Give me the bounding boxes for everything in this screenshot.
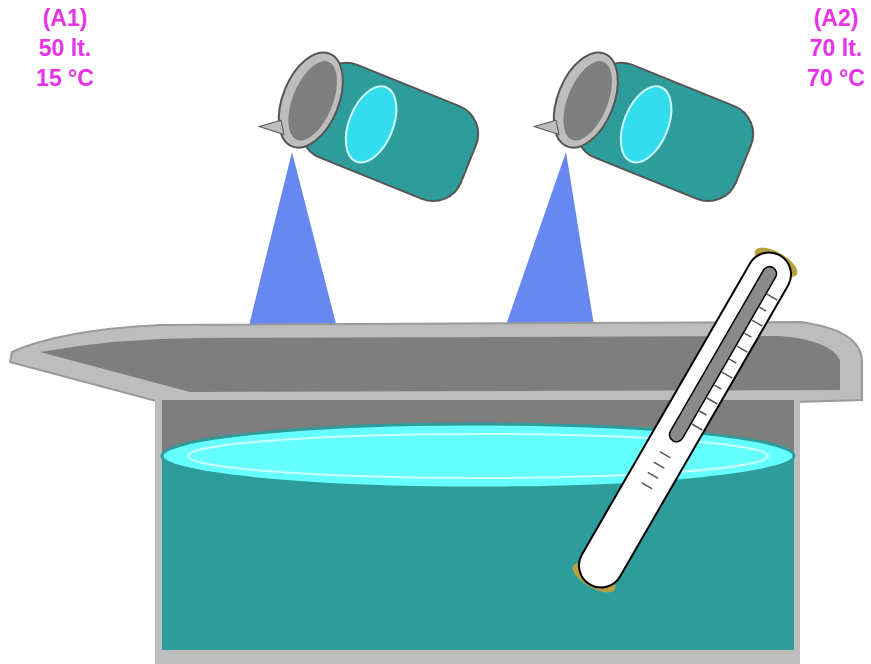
beaker xyxy=(532,39,762,210)
quantity-label: 70 lt. xyxy=(771,34,871,62)
quantity-label: 70 °C xyxy=(771,64,871,92)
pot-base xyxy=(155,650,800,664)
quantity-label: (A1) xyxy=(0,4,130,32)
beaker xyxy=(257,39,487,210)
quantity-label: (A2) xyxy=(771,4,871,32)
thermometer xyxy=(568,242,802,599)
quantity-label: 15 °C xyxy=(0,64,130,92)
quantity-label: 50 lt. xyxy=(0,34,130,62)
